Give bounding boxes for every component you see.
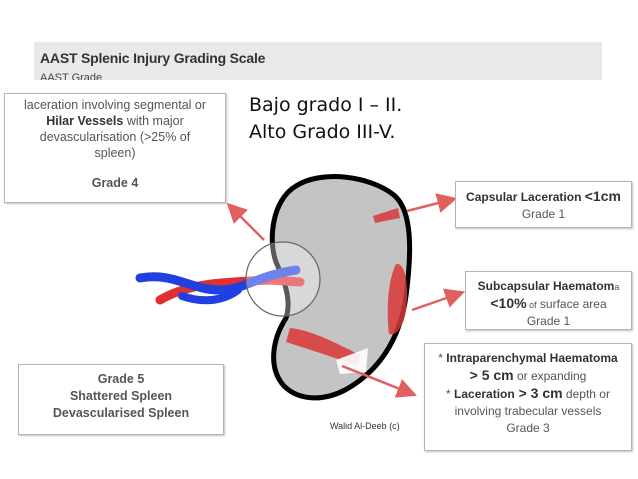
subcapsular-haematoma-mark <box>387 263 407 335</box>
header-title: AAST Splenic Injury Grading Scale <box>40 50 266 66</box>
intra-lac-label: Laceration <box>454 387 515 401</box>
intra-line2: > 5 cm or expanding <box>425 367 631 385</box>
subcapsular-value: <10% <box>490 295 527 311</box>
intra-size-rest: or expanding <box>513 369 587 383</box>
header-bar: AAST Splenic Injury Grading Scale AAST G… <box>34 42 602 80</box>
author-credit: Walid Al-Deeb (c) <box>330 421 400 431</box>
grade5-line2: Shattered Spleen <box>69 389 173 403</box>
subcapsular-of: of <box>526 300 537 310</box>
arrow-to-subcapsular <box>411 288 466 312</box>
grade5-line3: Devascularised Spleen <box>52 406 190 420</box>
grade5-line1: Grade 5 <box>97 372 145 386</box>
intra-size: > 5 cm <box>469 367 514 383</box>
intraparenchymal-box: * Intraparenchymal Haematoma > 5 cm or e… <box>424 343 632 451</box>
grade4-line3: devascularisation (>25% of <box>39 130 191 144</box>
intra-bullet1: * <box>438 351 447 365</box>
subcapsular-surface: surface area <box>536 297 607 311</box>
subcapsular-line1: Subcapsular Haematoma <box>466 278 631 295</box>
intraparenchymal-mark <box>286 328 360 366</box>
intra-lac-rest: depth or <box>562 387 610 401</box>
grade5-box: Grade 5 Shattered Spleen Devascularised … <box>18 364 224 435</box>
subcapsular-haematoma-box: Subcapsular Haematoma <10% of surface ar… <box>465 271 632 330</box>
grade4-line1: laceration involving segmental or <box>23 98 207 112</box>
intra-grade: Grade 3 <box>506 421 550 435</box>
subcapsular-label: Subcapsular Haematom <box>477 279 615 293</box>
subcapsular-grade: Grade 1 <box>526 314 571 328</box>
arrow-to-grade4 <box>226 202 265 241</box>
overlay-line-high: Alto Grado III-V. <box>249 121 396 143</box>
subcapsular-line2: <10% of surface area <box>466 295 631 313</box>
grade-overlay: Bajo grado I – II. Alto Grado III-V. <box>249 92 402 146</box>
hilar-vessels-text: Hilar Vessels <box>46 114 124 128</box>
subcapsular-label-tail: a <box>614 282 620 292</box>
grade4-box: laceration involving segmental or Hilar … <box>4 93 226 203</box>
grade4-line2-rest: with major <box>123 114 184 128</box>
capsular-value: <1cm <box>584 188 621 204</box>
grade4-line2: Hilar Vessels with major <box>5 113 225 129</box>
grade4-line4: spleen) <box>94 146 136 160</box>
capsular-label: Capsular Laceration <box>466 190 582 204</box>
intra-lac-value: > 3 cm <box>514 385 563 401</box>
arrow-to-capsular <box>406 193 458 213</box>
overlay-line-low: Bajo grado I – II. <box>249 94 403 116</box>
intra-bullet2: * <box>446 387 455 401</box>
arrow-to-intraparenchymal <box>341 364 417 398</box>
intra-title: Intraparenchymal Haematoma <box>446 351 618 365</box>
intra-line4: involving trabecular vessels <box>454 404 602 418</box>
intra-line1: * Intraparenchymal Haematoma <box>425 350 631 367</box>
vein-vessel <box>135 265 301 295</box>
grade4-label: Grade 4 <box>91 176 139 190</box>
intra-line3: * Laceration > 3 cm depth or <box>425 385 631 403</box>
vein-vessel-2 <box>178 286 242 305</box>
capsular-laceration-box: Capsular Laceration <1cm Grade 1 <box>455 181 632 228</box>
capsular-grade: Grade 1 <box>521 207 566 221</box>
header-subtitle: AAST Grade <box>40 72 103 80</box>
capsular-laceration-mark <box>373 208 400 223</box>
capsular-line: Capsular Laceration <1cm <box>456 188 631 206</box>
hilum-circle <box>245 241 321 317</box>
